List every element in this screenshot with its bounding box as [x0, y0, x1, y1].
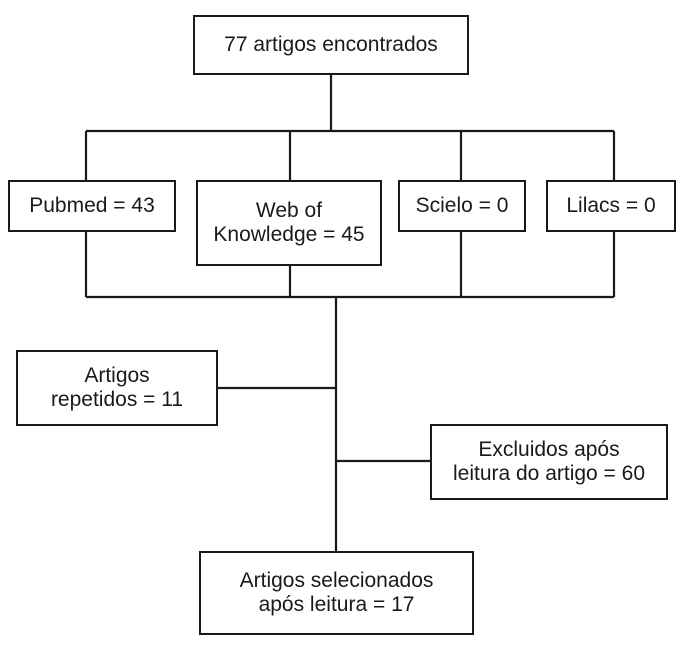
excluded-articles-label: Excluidos após leitura do artigo = 60 — [452, 438, 646, 485]
total-articles-label: 77 artigos encontrados — [224, 33, 438, 56]
repeated-articles-label: Artigos repetidos = 11 — [50, 364, 184, 411]
pubmed-label: Pubmed = 43 — [29, 194, 155, 217]
web-of-knowledge-label: Web of Knowledge = 45 — [213, 199, 365, 246]
selected-articles-label: Artigos selecionados após leitura = 17 — [239, 569, 434, 616]
scielo-box: Scielo = 0 — [398, 180, 526, 232]
repeated-articles-box: Artigos repetidos = 11 — [16, 350, 218, 426]
pubmed-box: Pubmed = 43 — [8, 180, 176, 232]
total-articles-box: 77 artigos encontrados — [193, 15, 469, 75]
lilacs-box: Lilacs = 0 — [546, 180, 676, 232]
web-of-knowledge-box: Web of Knowledge = 45 — [196, 180, 382, 266]
lilacs-label: Lilacs = 0 — [566, 194, 656, 217]
scielo-label: Scielo = 0 — [415, 194, 509, 217]
excluded-articles-box: Excluidos após leitura do artigo = 60 — [430, 424, 668, 500]
selected-articles-box: Artigos selecionados após leitura = 17 — [199, 551, 474, 635]
